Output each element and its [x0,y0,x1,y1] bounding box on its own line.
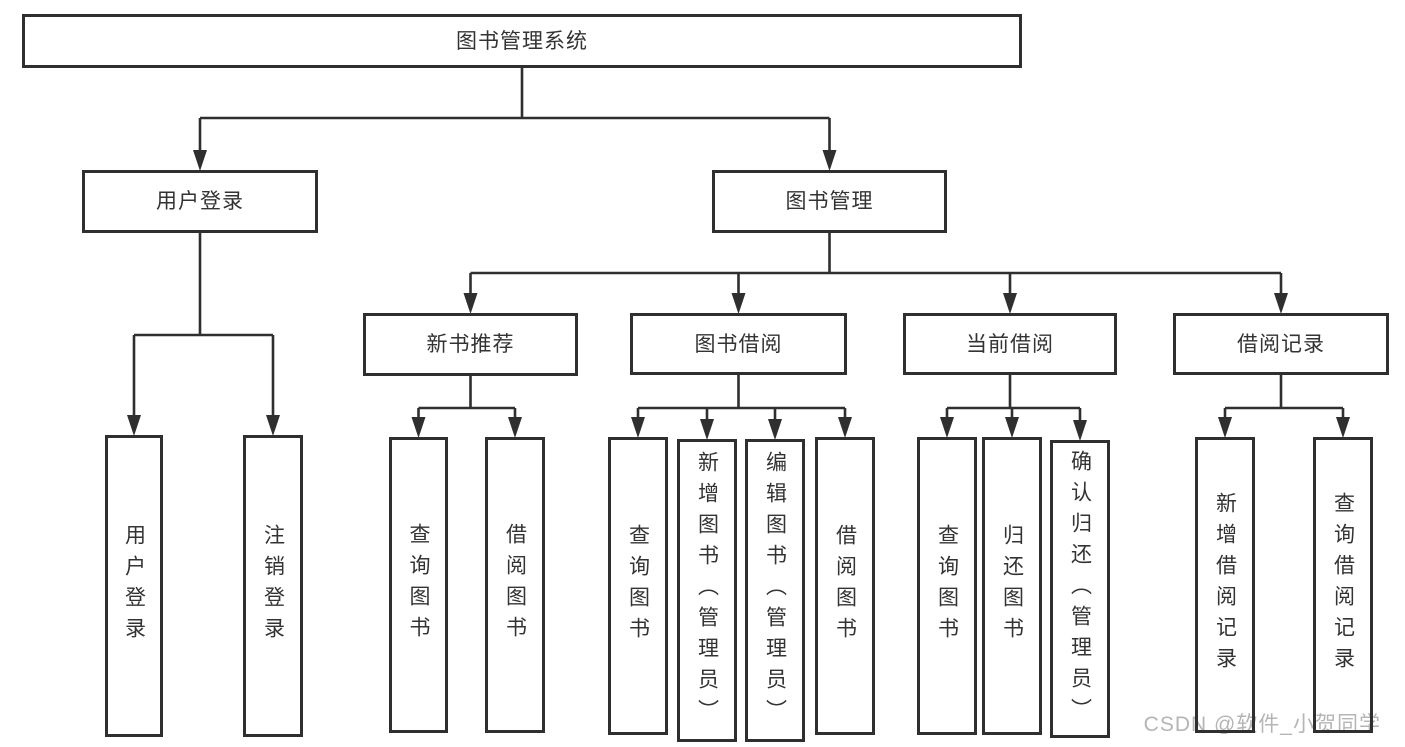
diagram-node-new-book-rec: 新书推荐 [363,313,578,376]
diagram-node-nb-query: 查询图书 [389,437,448,733]
diagram-node-cb-query: 查询图书 [917,437,977,735]
diagram-node-label: 编辑图书（管理员） [763,451,787,730]
diagram-node-root: 图书管理系统 [22,14,1022,68]
arrowhead-icon [822,150,837,171]
diagram-node-borrow-record: 借阅记录 [1173,313,1389,375]
connector-lines [417,375,517,420]
arrowhead-icon [940,417,954,438]
diagram-node-logout: 注销登录 [243,435,303,737]
connector-group-borrow-record [1218,374,1350,438]
diagram-node-label: 新书推荐 [426,333,515,356]
diagram-node-bb-borrow: 借阅图书 [815,437,875,735]
connector-group-current-borrow [940,374,1087,441]
arrowhead-icon [1073,420,1087,441]
diagram-node-book-mgmt: 图书管理 [712,170,947,233]
diagram-node-bb-add: 新增图书（管理员） [677,439,737,742]
arrowhead-icon [631,417,645,438]
diagram-node-label: 新增图书（管理员） [695,451,719,730]
arrowhead-icon [1336,417,1350,438]
diagram-node-cb-confirm: 确认归还（管理员） [1050,440,1110,738]
connector-group-book-mgmt [463,232,1288,314]
arrowhead-icon [731,293,746,314]
diagram-node-label: 新增借阅记录 [1213,492,1237,678]
arrowhead-icon [1005,417,1019,438]
diagram-node-bb-query: 查询图书 [608,437,668,735]
connector-group-book-borrow [631,374,852,440]
diagram-node-label: 查询借阅记录 [1331,492,1355,678]
diagram-node-label: 用户登录 [156,190,244,213]
connector-group-root [193,67,837,171]
diagram-node-label: 借阅记录 [1237,332,1325,356]
diagram-node-label: 借阅图书 [503,523,527,647]
diagram-node-br-add: 新增借阅记录 [1195,437,1255,733]
arrowhead-icon [1003,293,1017,314]
arrowhead-icon [1274,293,1288,314]
diagram-node-label: 用户登录 [122,524,146,648]
diagram-node-label: 查询图书 [935,524,959,648]
arrowhead-icon [193,150,207,171]
diagram-node-cb-return: 归还图书 [982,437,1042,735]
arrowhead-icon [463,293,478,314]
diagram-node-login: 用户登录 [105,435,163,737]
arrowhead-icon [768,419,782,440]
arrowhead-icon [127,415,141,436]
diagram-node-label: 确认归还（管理员） [1068,449,1092,729]
diagram-node-label: 图书管理 [785,190,874,213]
diagram-node-label: 当前借阅 [966,332,1054,356]
connector-lines [132,232,275,418]
diagram-node-label: 借阅图书 [833,524,857,648]
diagram-node-label: 图书管理系统 [456,29,588,53]
arrowhead-icon [508,417,522,438]
connector-group-new-book-rec [411,375,522,438]
arrowhead-icon [838,417,852,438]
connector-group-user-login [127,232,280,436]
diagram-node-label: 注销登录 [261,524,285,648]
diagram-node-bb-edit: 编辑图书（管理员） [745,439,805,742]
arrowhead-icon [266,415,280,436]
arrowhead-icon [1218,417,1232,438]
diagram-node-br-query: 查询借阅记录 [1313,437,1373,733]
diagram-node-label: 归还图书 [1000,524,1024,648]
connector-lines [469,232,1283,296]
diagram-node-nb-borrow: 借阅图书 [485,437,545,733]
connector-lines [1223,374,1345,420]
diagram-node-label: 查询图书 [626,524,650,648]
diagram-node-current-borrow: 当前借阅 [903,313,1117,375]
connector-lines [945,374,1082,423]
connector-lines [636,374,847,422]
arrowhead-icon [700,419,714,440]
arrowhead-icon [411,417,426,438]
diagram-node-label: 查询图书 [407,523,430,647]
diagram-node-label: 图书借阅 [694,332,783,356]
diagram-node-book-borrow: 图书借阅 [630,313,847,375]
connector-lines [198,67,831,153]
diagram-node-user-login: 用户登录 [82,170,318,233]
